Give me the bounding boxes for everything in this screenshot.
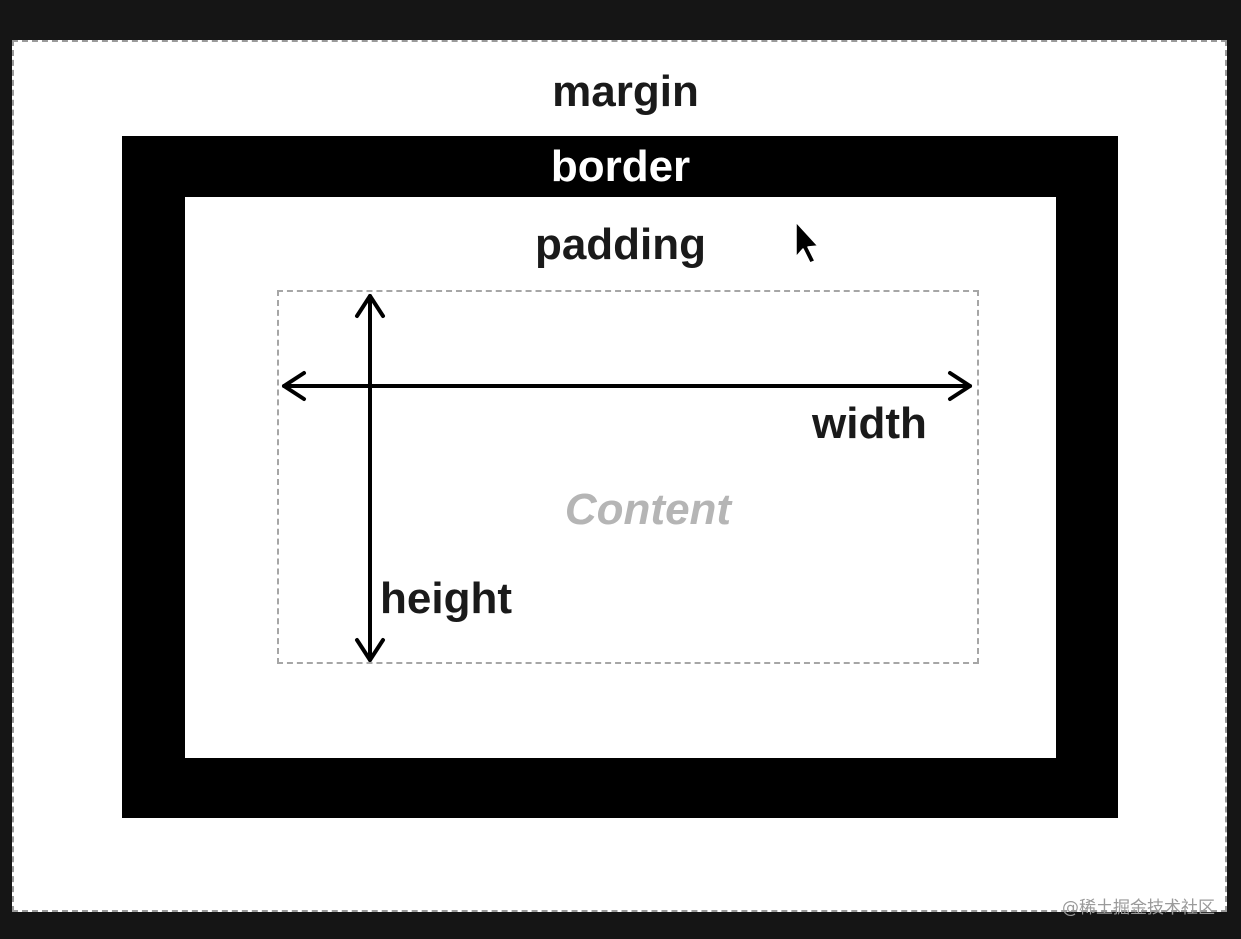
border-label: border — [550, 142, 691, 191]
margin-label: margin — [552, 67, 699, 116]
watermark-text: @稀土掘金技术社区 — [1062, 898, 1215, 918]
padding-label: padding — [534, 220, 707, 269]
width-arrow — [282, 371, 972, 401]
content-area — [277, 290, 979, 664]
width-label: width — [812, 399, 927, 448]
height-arrow — [355, 294, 385, 662]
mouse-pointer-icon — [795, 221, 819, 264]
content-label: Content — [564, 485, 732, 534]
height-label: height — [380, 574, 512, 623]
